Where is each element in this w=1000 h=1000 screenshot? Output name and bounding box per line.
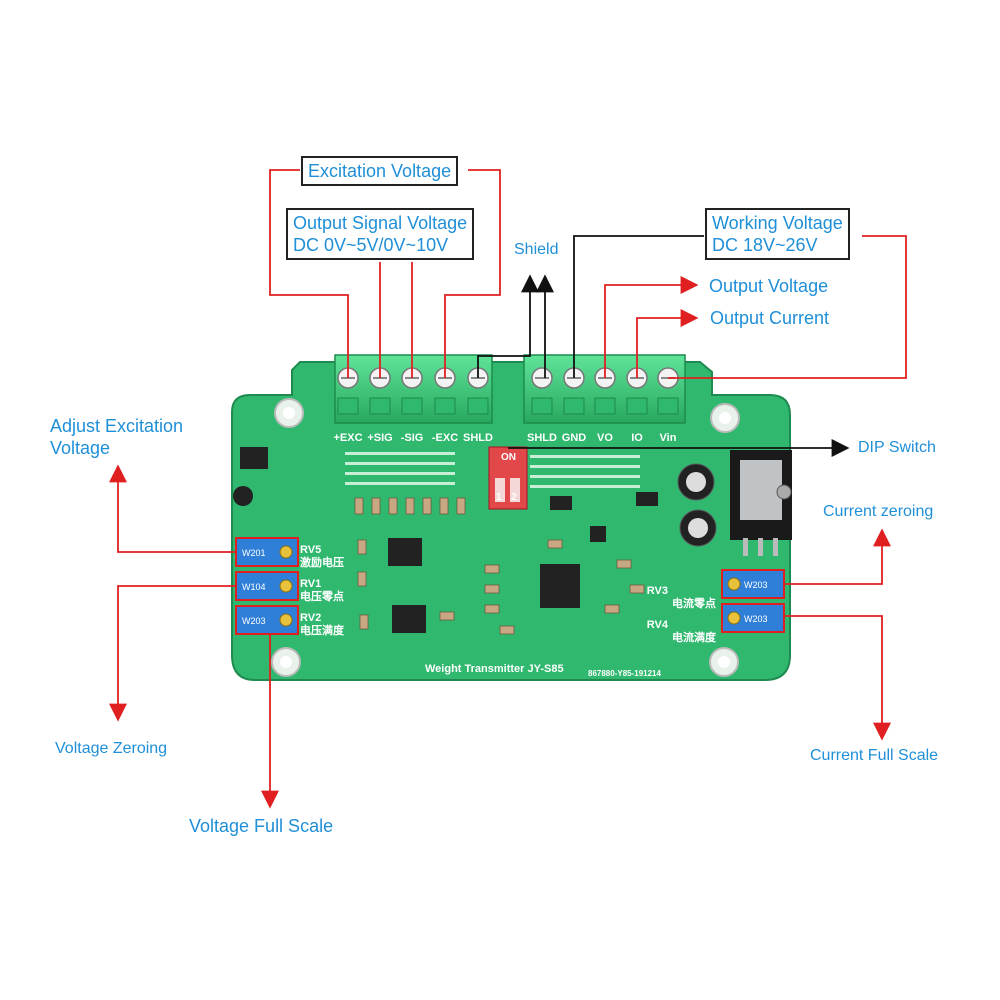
current-full-scale-label: Current Full Scale: [810, 747, 939, 764]
potentiometer-code-rv4: W203: [744, 614, 768, 624]
right-terminal-label-shld: SHLD: [527, 432, 557, 444]
diode: [550, 496, 572, 510]
output-signal-voltage-range: DC 0V~5V/0V~10V: [293, 235, 449, 255]
potentiometer-function-rv4: 电流满度: [672, 630, 717, 644]
left-terminal-label-exc: -EXC: [432, 432, 458, 444]
voltage-full-scale-label: Voltage Full Scale: [189, 816, 334, 836]
adjust-excitation-line2: Voltage: [50, 438, 111, 458]
electrolytic-capacitor: [677, 463, 715, 501]
terminal-screw[interactable]: [531, 367, 553, 415]
potentiometer-code-rv3: W203: [744, 580, 768, 590]
dip-number-2: 2: [511, 492, 517, 503]
potentiometer-id-rv4: RV4: [647, 619, 669, 631]
dip-switch[interactable]: ON 1 2: [488, 446, 528, 510]
heatsink-regulator: [730, 450, 792, 556]
left-terminal-label-shld: SHLD: [463, 432, 493, 444]
right-terminal-label-vin: Vin: [660, 432, 677, 444]
electrolytic-capacitor: [679, 509, 717, 547]
working-voltage-range: DC 18V~26V: [712, 235, 818, 255]
output-signal-voltage-box: Output Signal Voltage DC 0V~5V/0V~10V: [286, 208, 475, 260]
left-terminal-label-sig: -SIG: [401, 432, 424, 444]
shield-label: Shield: [514, 241, 559, 258]
potentiometer-code-rv2: W203: [242, 616, 266, 626]
right-terminal-label-io: IO: [631, 432, 643, 444]
potentiometer-function-rv5: 激励电压: [300, 555, 344, 569]
excitation-voltage-box: Excitation Voltage: [301, 156, 459, 186]
current-zeroing-label: Current zeroing: [823, 503, 934, 520]
left-terminal-label-exc: +EXC: [333, 432, 362, 444]
pcb-board: +EXC +SIG -SIG -EXC SHLD SHLD GND VO IO Vin ON 1…: [231, 354, 792, 681]
board-model-text: Weight Transmitter JY-S85: [425, 663, 564, 675]
terminal-screw[interactable]: [434, 367, 456, 415]
adjust-excitation-label: Adjust Excitation Voltage: [50, 415, 183, 459]
dip-switch-label: DIP Switch: [858, 439, 936, 456]
potentiometer-id-rv2: RV2: [300, 612, 321, 624]
right-terminal-label-vo: VO: [597, 432, 613, 444]
output-voltage-label: Output Voltage: [709, 276, 829, 296]
converter-chip: [540, 564, 580, 608]
left-terminal-label-sig: +SIG: [367, 432, 392, 444]
potentiometer-function-rv1: 电压零点: [300, 589, 344, 603]
black-leads: [477, 235, 850, 457]
output-current-label: Output Current: [710, 308, 830, 328]
output-signal-voltage-title: Output Signal Voltage: [293, 213, 468, 233]
working-voltage-title: Working Voltage: [712, 213, 843, 233]
working-voltage-box: Working Voltage DC 18V~26V: [705, 208, 850, 260]
transistor: [590, 526, 606, 542]
potentiometer-id-rv1: RV1: [300, 578, 321, 590]
potentiometer-function-rv2: 电压满度: [300, 623, 345, 637]
red-leads: [109, 169, 907, 809]
transistor: [233, 486, 253, 506]
regulator-chip: [240, 447, 268, 469]
right-terminal-label-gnd: GND: [562, 432, 587, 444]
potentiometer-function-rv3: 电流零点: [672, 596, 716, 610]
potentiometer-code-rv5: W201: [242, 548, 266, 558]
op-amp-chip: [392, 605, 426, 633]
adjust-excitation-line1: Adjust Excitation: [50, 416, 184, 436]
op-amp-chip: [388, 538, 422, 566]
board-serial-text: 867880-Y85-191214: [588, 669, 662, 678]
potentiometer-id-rv5: RV5: [300, 544, 321, 556]
voltage-zeroing-label: Voltage Zeroing: [55, 740, 168, 757]
excitation-voltage-label: Excitation Voltage: [308, 161, 452, 181]
dip-on-label: ON: [501, 452, 516, 463]
potentiometer-code-rv1: W104: [242, 582, 266, 592]
dip-number-1: 1: [496, 492, 502, 503]
diode: [636, 492, 658, 506]
potentiometer-id-rv3: RV3: [647, 585, 668, 597]
